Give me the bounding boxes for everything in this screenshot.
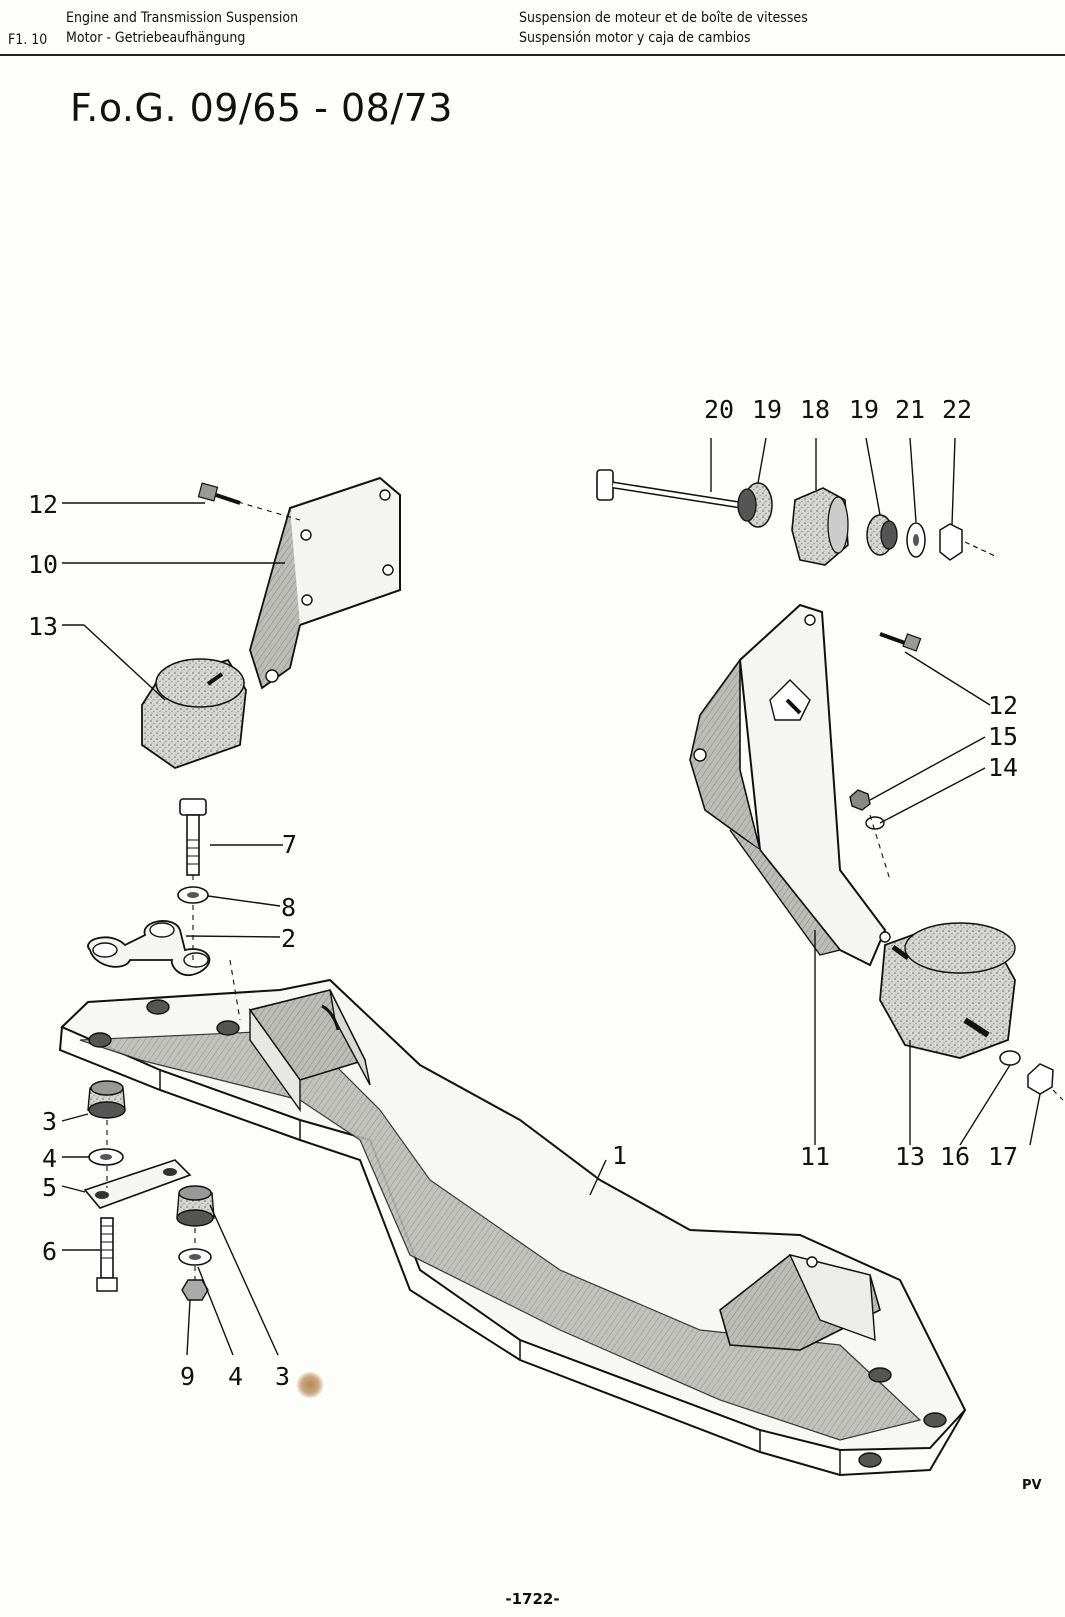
bolt-7: [179, 798, 207, 876]
nut-17: [1027, 1063, 1054, 1095]
callout-13-left: 13: [28, 612, 58, 641]
rubber-mount-13-right: [879, 922, 1016, 1059]
washer-4-left: [88, 1148, 124, 1166]
callout-1: 1: [612, 1141, 627, 1170]
callout-20: 20: [704, 395, 734, 424]
bolt-6: [96, 1217, 118, 1292]
nut-15: [849, 789, 871, 811]
bolt-12-left: [197, 482, 241, 505]
washer-14: [865, 816, 885, 830]
washer-16: [999, 1050, 1021, 1066]
callout-12-left: 12: [28, 490, 58, 519]
callout-8: 8: [281, 893, 296, 922]
callout-10: 10: [28, 550, 58, 579]
header-title-de: Motor - Getriebeaufhängung: [66, 30, 246, 46]
plate-5: [83, 1159, 192, 1209]
rubber-18: [791, 487, 849, 566]
diagram-title: F.o.G. 09/65 - 08/73: [70, 86, 453, 130]
bushing-3-upper: [87, 1080, 126, 1119]
callout-4-bottom: 4: [228, 1362, 243, 1391]
header-title-en: Engine and Transmission Suspension: [66, 10, 299, 26]
callout-13-right: 13: [895, 1142, 925, 1171]
transmission-bracket: [689, 603, 891, 967]
section-code: F1. 10: [8, 32, 48, 48]
plate-2: [87, 920, 211, 976]
callout-3-left: 3: [42, 1107, 57, 1136]
callout-6: 6: [42, 1237, 57, 1266]
callout-14: 14: [988, 753, 1018, 782]
callout-16: 16: [940, 1142, 970, 1171]
callout-labels: 1 2 3 3 4 4 5 6 7 8 9 10 11 12 12 13 13 …: [28, 395, 1018, 1391]
callout-21: 21: [895, 395, 925, 424]
leader-lines: [61, 437, 1041, 1356]
nut-22: [939, 523, 996, 561]
washer-4-lower: [178, 1248, 212, 1266]
crossmember: [58, 978, 967, 1477]
bolt-12-right: [879, 632, 922, 652]
paper-stain: [296, 1372, 324, 1398]
header-title-es: Suspensión motor y caja de cambios: [519, 30, 751, 46]
washer-21: [906, 522, 926, 558]
callout-15: 15: [988, 722, 1018, 751]
callout-19-left: 19: [752, 395, 782, 424]
callout-4-left: 4: [42, 1144, 57, 1173]
bushing-3-lower: [176, 1185, 215, 1227]
header-title-fr: Suspension de moteur et de boîte de vite…: [519, 10, 808, 26]
corner-mark: PV: [1022, 1478, 1042, 1493]
callout-17: 17: [988, 1142, 1018, 1171]
rubber-mount-13-left: [141, 658, 247, 770]
callout-7: 7: [282, 830, 297, 859]
bushing-19-right: [866, 514, 898, 556]
callout-18: 18: [800, 395, 830, 424]
callout-2: 2: [281, 924, 296, 953]
bolt-20: [596, 469, 741, 509]
callout-19-right: 19: [849, 395, 879, 424]
header-divider: [0, 54, 1065, 56]
callout-12-right: 12: [988, 691, 1018, 720]
page-number: -1722-: [505, 1590, 560, 1608]
callout-5: 5: [42, 1173, 57, 1202]
nut-9: [181, 1279, 209, 1301]
header-left: Engine and Transmission Suspension Motor…: [66, 8, 298, 48]
bushing-19-left: [737, 482, 773, 528]
crossmember-studs: [88, 999, 947, 1468]
washer-8: [177, 886, 209, 904]
assembly-axis-lines: [106, 501, 1064, 1280]
engine-bracket: [249, 476, 401, 690]
callout-9: 9: [180, 1362, 195, 1391]
callout-22: 22: [942, 395, 972, 424]
callout-11: 11: [800, 1142, 830, 1171]
header-right: Suspension de moteur et de boîte de vite…: [519, 8, 808, 48]
callout-3-bottom: 3: [275, 1362, 290, 1391]
